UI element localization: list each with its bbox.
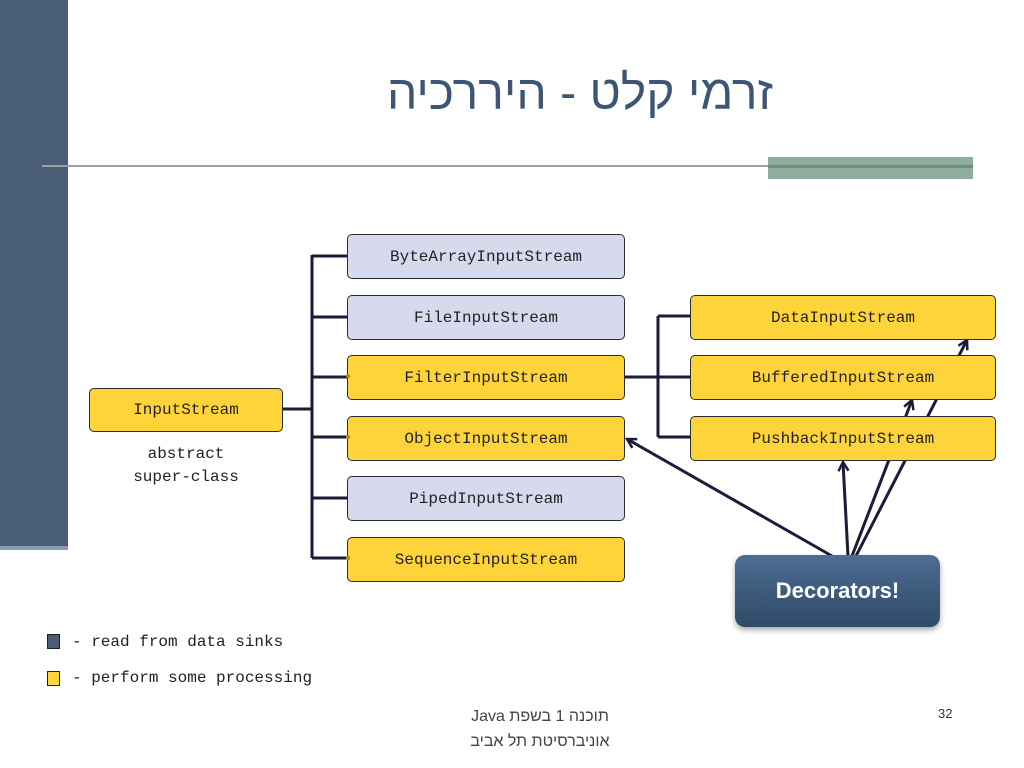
title-divider-accent [768,157,973,179]
root-caption-line1: abstract [147,445,225,463]
objectinputstream-label: ObjectInputStream [404,429,568,448]
footer-university: אוניברסיטת תל אביב [470,733,610,750]
bufferedinputstream-label: BufferedInputStream [751,368,935,387]
page-number: 32 [938,706,953,721]
bytearrayinputstream-label: ByteArrayInputStream [389,247,583,266]
decorators-callout: Decorators! [735,555,940,627]
decorators-label: Decorators! [775,578,900,603]
title-divider [42,165,972,167]
sidebar-band-edge [0,546,68,550]
legend-swatch-processing [47,671,60,686]
legend-processing-text: - perform some processing [72,669,313,687]
sequenceinputstream-label: SequenceInputStream [394,550,578,569]
bullet-dot [346,374,350,378]
filterinputstream-label: FilterInputStream [404,368,568,387]
pushbackinputstream-label: PushbackInputStream [751,429,935,448]
arrow-to-pushback [843,462,848,557]
root-caption: abstract super-class [90,443,282,489]
bullet-dot [346,435,350,439]
fileinputstream-box: FileInputStream [347,295,625,340]
fileinputstream-label: FileInputStream [413,308,559,327]
pipedinputstream-label: PipedInputStream [409,489,563,508]
root-caption-line2: super-class [133,468,239,486]
title-divider-accent-line [768,165,973,168]
filterinputstream-box: FilterInputStream [346,355,625,400]
legend-swatch-data-sink [47,634,60,649]
bullet-dot [346,556,350,560]
inputstream-box: InputStream [89,388,283,432]
pushbackinputstream-box: PushbackInputStream [690,416,996,461]
sequenceinputstream-box: SequenceInputStream [346,537,625,582]
bytearrayinputstream-box: ByteArrayInputStream [347,234,625,279]
inputstream-label: InputStream [133,401,239,419]
bufferedinputstream-box: BufferedInputStream [690,355,996,400]
objectinputstream-box: ObjectInputStream [346,416,625,461]
legend-data-sink-text: - read from data sinks [72,633,284,651]
slide-title: זרמי קלט - היררכיה [386,67,774,120]
arrow-to-object [627,437,833,558]
pipedinputstream-box: PipedInputStream [347,476,625,521]
sidebar-band [0,0,68,546]
datainputstream-box: DataInputStream [690,295,996,340]
footer-course: תוכנה 1 בשפת Java [471,708,609,725]
datainputstream-label: DataInputStream [770,308,916,327]
